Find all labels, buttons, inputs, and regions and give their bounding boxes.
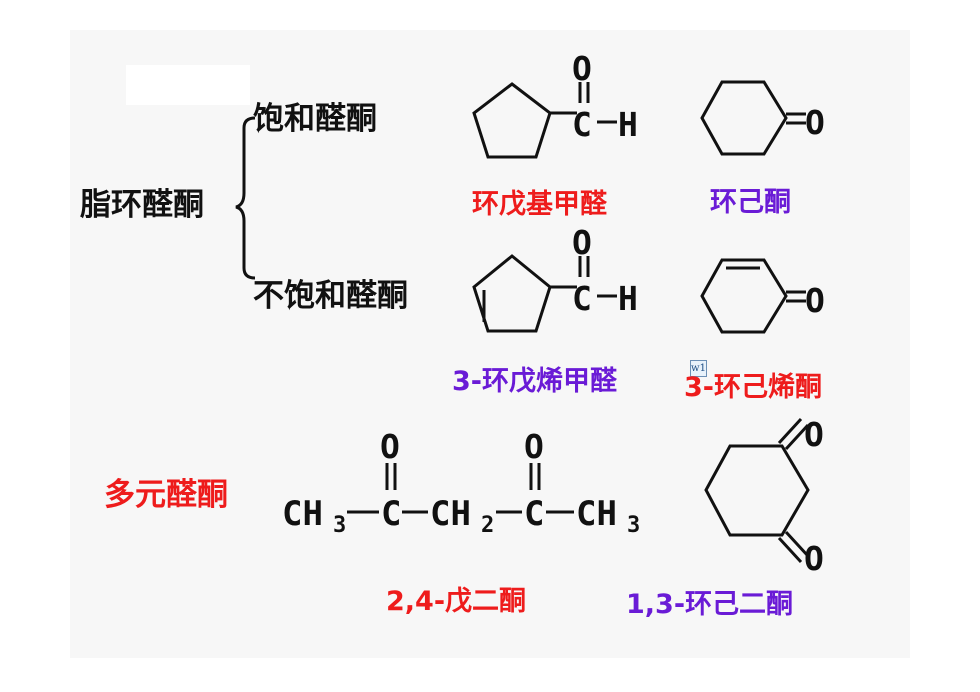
- label-cyclopentene-carbaldehyde: 3-环戊烯甲醛: [452, 366, 617, 397]
- atom-o: O: [380, 427, 400, 466]
- atom-ch2: CH: [430, 494, 471, 534]
- atom-ch3-left: CH: [282, 494, 323, 534]
- category-unsaturated: 不饱和醛酮: [253, 278, 408, 314]
- atom-o: O: [805, 103, 825, 142]
- atom-o: O: [572, 49, 592, 88]
- atom-o: O: [804, 415, 824, 454]
- svg-text:3: 3: [627, 513, 640, 538]
- label-cyclohexenone: 3-环己烯酮: [684, 372, 822, 403]
- atom-c: C: [381, 494, 401, 534]
- label-pentanedione: 2,4-戊二酮: [386, 586, 527, 617]
- slide-background: [70, 30, 910, 658]
- atom-c: C: [524, 494, 544, 534]
- label-cyclopentanecarbaldehyde: 环戊基甲醛: [472, 189, 607, 220]
- category-saturated: 饱和醛酮: [253, 101, 377, 137]
- atom-ch3-right: CH: [576, 494, 617, 534]
- comment-marker[interactable]: w1: [690, 360, 707, 377]
- atom-o: O: [805, 281, 825, 320]
- category-alicyclic: 脂环醛酮: [80, 187, 204, 223]
- atom-o: O: [804, 539, 824, 578]
- atom-c: C: [572, 105, 592, 144]
- atom-o: O: [524, 427, 544, 466]
- atom-h: H: [618, 105, 638, 144]
- label-cyclohexanedione: 1,3-环己二酮: [626, 589, 794, 620]
- svg-text:3: 3: [333, 513, 346, 538]
- atom-c: C: [572, 279, 592, 318]
- category-polycarbonyl: 多元醛酮: [104, 477, 228, 513]
- label-cyclohexanone: 环己酮: [710, 187, 791, 218]
- blank-placeholder-box: [126, 65, 250, 105]
- atom-h: H: [618, 279, 638, 318]
- atom-o: O: [572, 223, 592, 262]
- svg-text:2: 2: [481, 513, 494, 538]
